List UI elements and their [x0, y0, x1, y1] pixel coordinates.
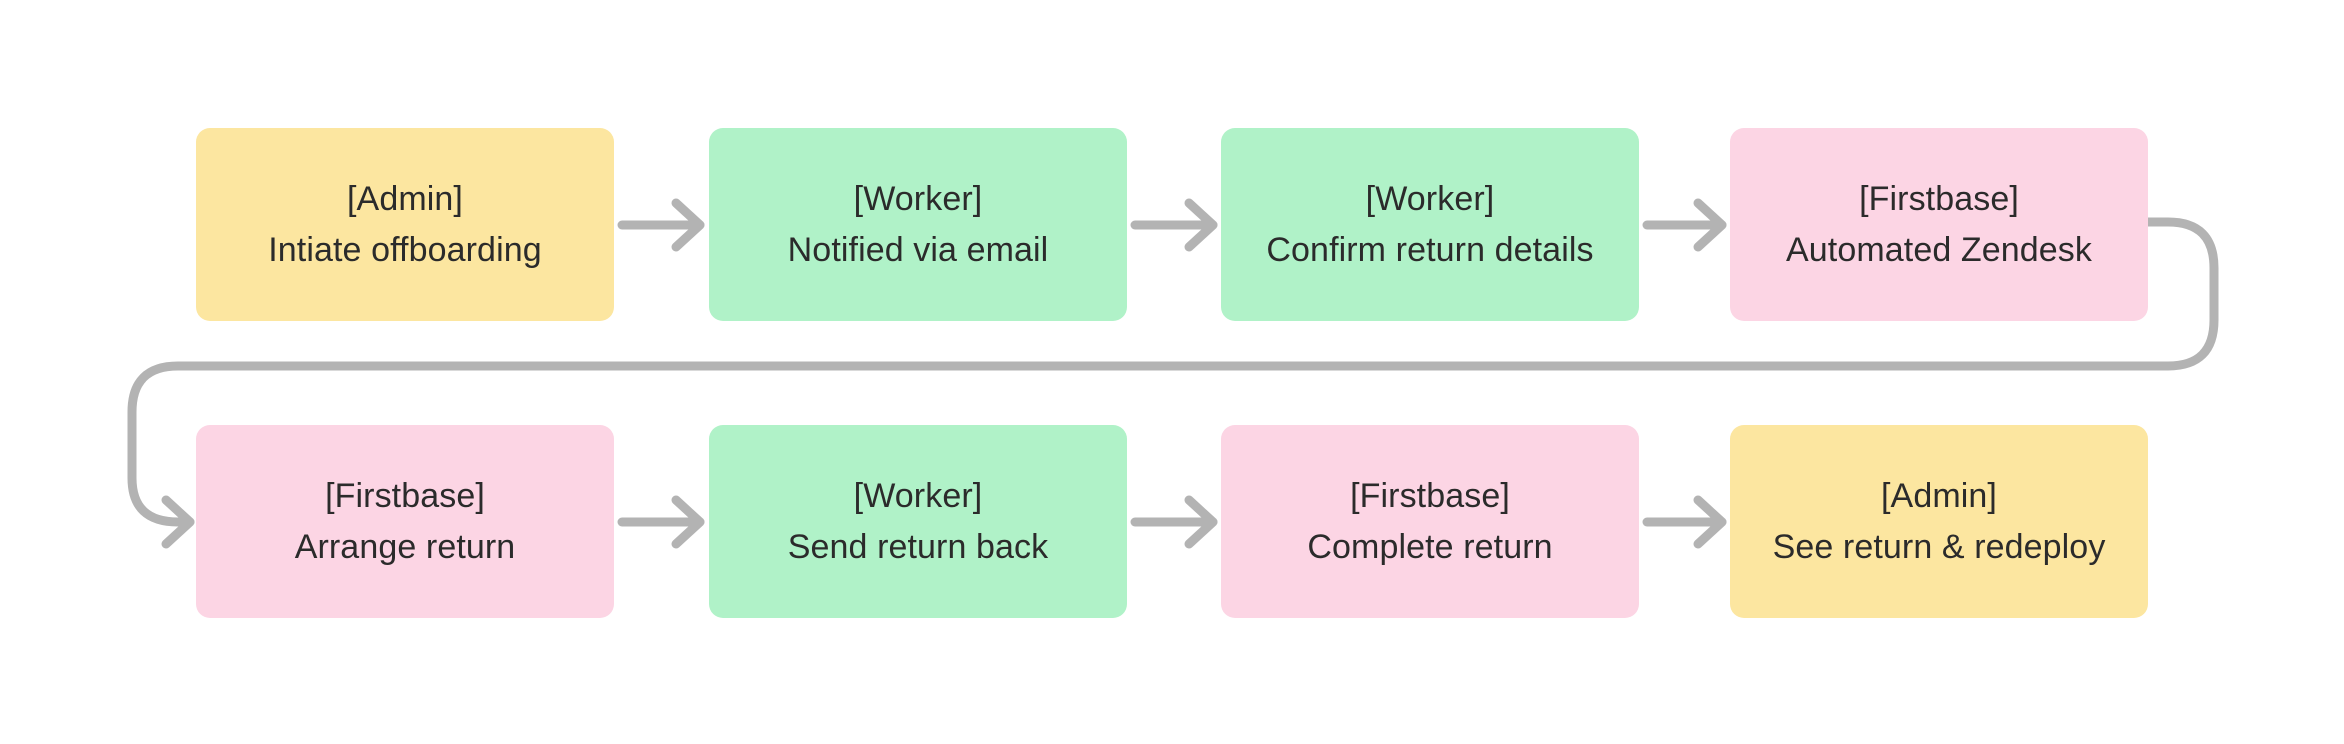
node-action-label: Complete return — [1307, 528, 1553, 566]
node-actor-label: [Worker] — [853, 180, 983, 218]
node-notified-via-email[interactable]: [Worker] Notified via email — [709, 128, 1127, 321]
node-actor-label: [Admin] — [1881, 477, 1997, 515]
node-actor-label: [Firstbase] — [1350, 477, 1510, 515]
node-actor-label: [Worker] — [853, 477, 983, 515]
edge-confirm-to-zendesk — [1642, 198, 1727, 252]
node-action-label: Intiate offboarding — [268, 231, 542, 269]
node-action-label: See return & redeploy — [1772, 528, 2106, 566]
edge-notified-to-confirm — [1130, 198, 1218, 252]
node-actor-label: [Admin] — [347, 180, 463, 218]
node-send-return-back[interactable]: [Worker] Send return back — [709, 425, 1127, 618]
node-see-return-redeploy[interactable]: [Admin] See return & redeploy — [1730, 425, 2148, 618]
node-confirm-return-details[interactable]: [Worker] Confirm return details — [1221, 128, 1639, 321]
edge-complete-to-see-return — [1642, 495, 1727, 549]
node-action-label: Arrange return — [294, 528, 516, 566]
node-action-label: Notified via email — [787, 231, 1049, 269]
node-complete-return[interactable]: [Firstbase] Complete return — [1221, 425, 1639, 618]
node-action-label: Automated Zendesk — [1786, 231, 2092, 269]
node-action-label: Confirm return details — [1266, 231, 1594, 269]
edge-send-to-complete — [1130, 495, 1218, 549]
node-automated-zendesk[interactable]: [Firstbase] Automated Zendesk — [1730, 128, 2148, 321]
edge-arrange-to-send — [617, 495, 705, 549]
node-action-label: Send return back — [787, 528, 1049, 566]
node-actor-label: [Firstbase] — [325, 477, 485, 515]
node-initiate-offboarding[interactable]: [Admin] Intiate offboarding — [196, 128, 614, 321]
edge-initiate-to-notified — [617, 198, 705, 252]
node-actor-label: [Worker] — [1365, 180, 1495, 218]
node-actor-label: [Firstbase] — [1859, 180, 2019, 218]
node-arrange-return[interactable]: [Firstbase] Arrange return — [196, 425, 614, 618]
